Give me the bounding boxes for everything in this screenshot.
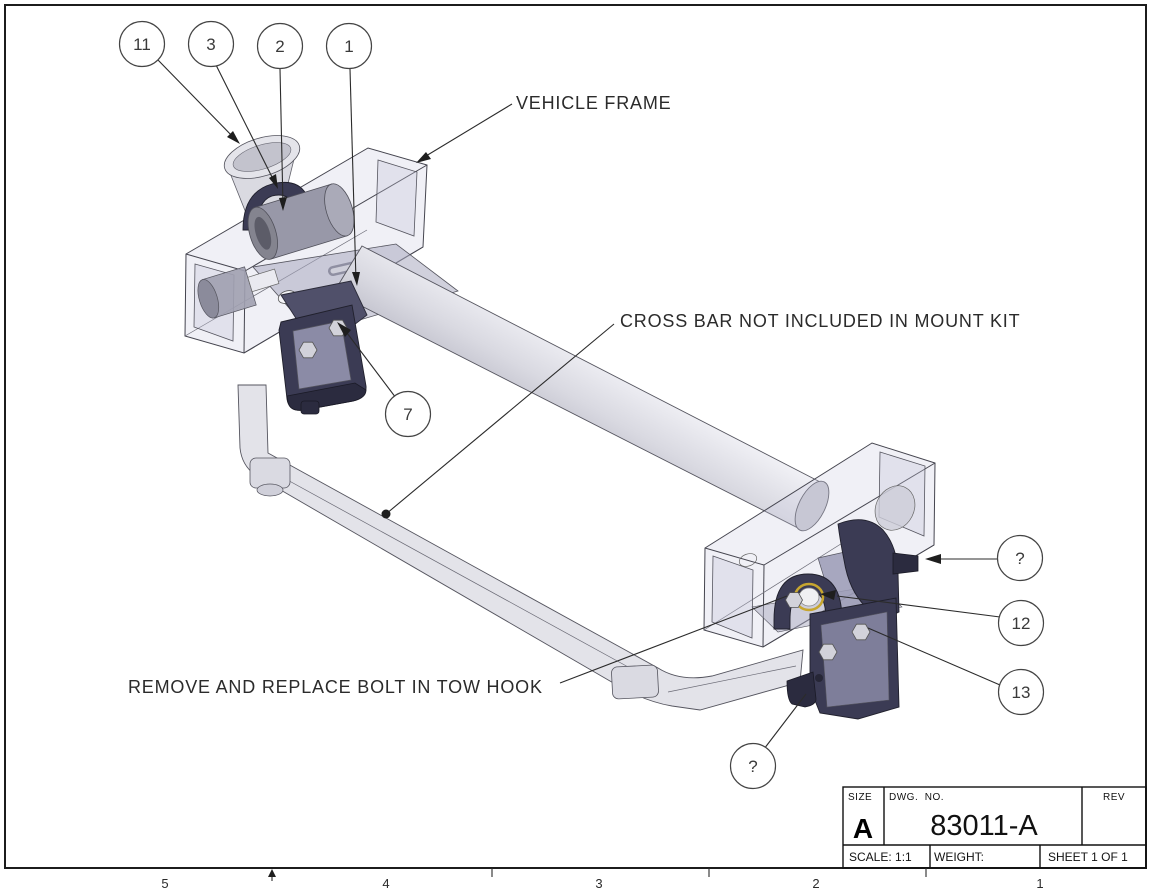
arrowhead — [279, 197, 287, 211]
bracket-bolt — [298, 341, 318, 359]
cross-member-cylinder — [333, 245, 830, 532]
tow-hook-bolt — [798, 587, 820, 607]
leader-tow-hook-note — [559, 595, 788, 684]
size-label: SIZE — [848, 792, 872, 803]
arrowhead — [416, 152, 431, 163]
dwg-no-value: 83011-A — [930, 810, 1038, 842]
balloon-2-label: 2 — [275, 37, 284, 56]
balloon-7 — [384, 390, 432, 438]
sheet-border — [4, 4, 1147, 869]
arrowhead — [820, 590, 836, 600]
weight-label: WEIGHT: — [934, 850, 984, 864]
bracket-tab — [892, 552, 919, 575]
frame-hole-large — [874, 485, 916, 531]
balloon-12 — [997, 599, 1045, 647]
balloon-q1-label: ? — [1015, 549, 1024, 568]
zone-label-2: 2 — [812, 876, 819, 891]
balloon-3-label: 3 — [206, 35, 215, 54]
balloon-q2-label: ? — [748, 757, 757, 776]
leader-balloon-1 — [349, 68, 357, 282]
balloon-13 — [997, 668, 1045, 716]
balloon-q2 — [729, 742, 777, 790]
bushing-bolt — [247, 268, 280, 293]
leader-balloon-12 — [836, 595, 1001, 618]
balloon-q1 — [996, 534, 1044, 582]
tow-hook-cylinder — [247, 183, 355, 260]
dwg-no-label: DWG. NO. — [889, 792, 944, 803]
frame-rail-right-open-end — [711, 555, 754, 639]
frame-bushing — [197, 266, 280, 319]
leader-balloon-2 — [279, 68, 284, 207]
frame-hole-small — [738, 553, 758, 567]
zone-label-3: 3 — [595, 876, 602, 891]
zone-label-4: 4 — [382, 876, 389, 891]
bracket-foot — [786, 671, 817, 708]
balloon-13-label: 13 — [1012, 683, 1031, 702]
leader-cross-bar — [385, 323, 615, 515]
balloon-7-label: 7 — [403, 405, 412, 424]
cylinder-end — [794, 480, 830, 532]
balloon-11-label: 11 — [133, 35, 151, 54]
bracket-bolt — [818, 643, 838, 661]
arrowhead — [925, 554, 941, 564]
bar-clip-left — [249, 457, 291, 489]
center-marker — [268, 869, 276, 877]
bar-clip-right — [611, 664, 659, 700]
arrowhead — [269, 174, 278, 189]
zone-label-5: 5 — [161, 876, 168, 891]
cross-bar-note-label: CROSS BAR NOT INCLUDED IN MOUNT KIT — [620, 311, 1020, 331]
arrowhead — [352, 272, 360, 286]
rev-label: REV — [1103, 792, 1125, 803]
scale-value: SCALE: 1:1 — [849, 850, 912, 864]
leader-balloon-7 — [343, 328, 397, 399]
balloons: 11 3 2 1 7 ? 12 13 ? — [118, 20, 1045, 790]
leader-vehicle-frame — [420, 103, 513, 160]
frame-rail-left-open-end-right — [375, 159, 418, 237]
balloon-1 — [325, 22, 373, 70]
leader-dot — [381, 509, 391, 519]
sheet-value: SHEET 1 OF 1 — [1048, 850, 1128, 864]
arrowhead — [227, 131, 240, 144]
leader-balloon-11 — [157, 59, 237, 141]
balloon-12-label: 12 — [1012, 614, 1031, 633]
bracket-hole — [815, 674, 823, 682]
arrowhead — [337, 322, 351, 337]
cross-bar — [237, 384, 804, 711]
leader-balloon-3 — [215, 64, 277, 186]
balloon-2 — [256, 22, 304, 70]
size-value: A — [853, 813, 873, 844]
mount-bracket-left — [278, 280, 368, 415]
title-block: SIZE A DWG. NO. 83011-A REV SCALE: 1:1 W… — [842, 786, 1147, 869]
clamp-nut — [785, 592, 803, 608]
leader-balloon-13 — [867, 627, 1001, 686]
balloon-11 — [118, 20, 166, 68]
tow-hook-note-label: REMOVE AND REPLACE BOLT IN TOW HOOK — [128, 677, 543, 697]
leader-balloon-q2 — [763, 693, 807, 750]
balloon-3 — [187, 20, 235, 68]
zone-label-1: 1 — [1036, 876, 1043, 891]
bracket-foot — [300, 400, 320, 415]
vehicle-frame-label: VEHICLE FRAME — [516, 93, 671, 113]
mount-bracket-right — [773, 519, 919, 720]
leader-lines — [157, 59, 1001, 750]
zone-strip: 5 4 3 2 1 — [161, 868, 1044, 891]
bracket-bolt — [851, 623, 871, 641]
tow-hook-bore — [254, 216, 272, 250]
balloon-1-label: 1 — [344, 37, 353, 56]
